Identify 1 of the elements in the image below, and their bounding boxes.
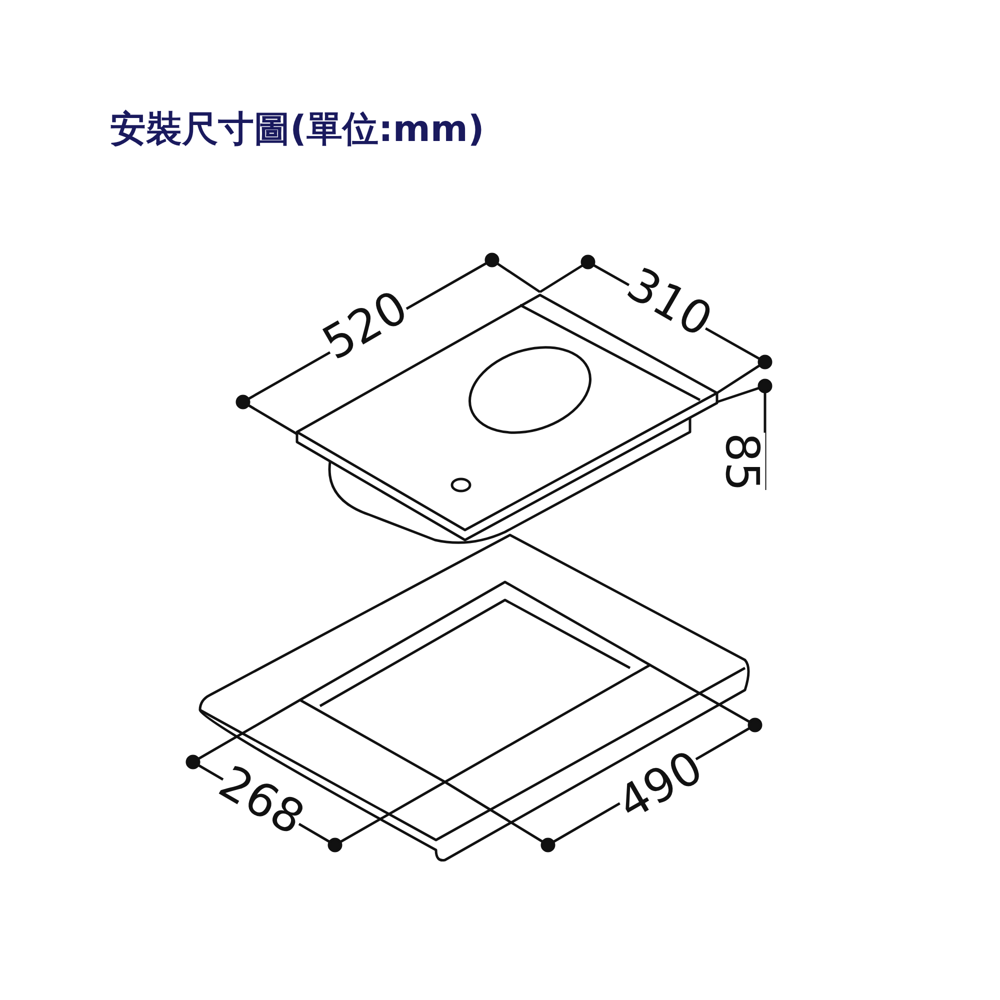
title: 安裝尺寸圖(單位:mm) (110, 108, 484, 152)
